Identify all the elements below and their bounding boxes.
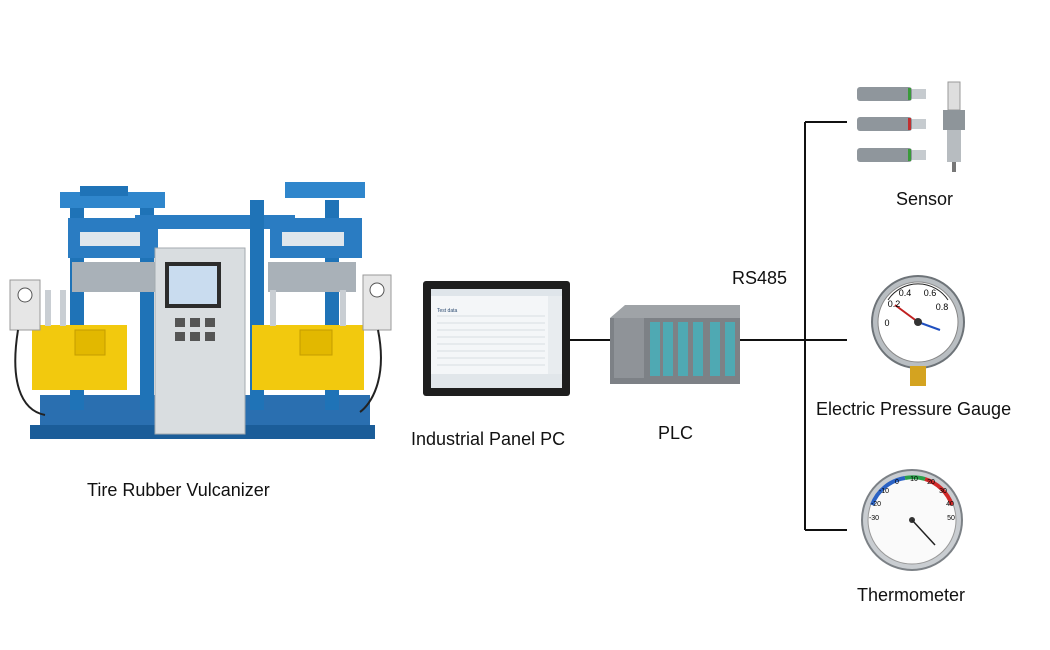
sensor-illustration [857, 81, 965, 172]
pressure-gauge-tick-3: 0.6 [924, 288, 937, 298]
thermometer-tick-5: 20 [927, 479, 935, 486]
thermometer-tick-3: 0 [895, 479, 899, 486]
industrial-panel-pc-illustration [423, 281, 570, 396]
plc-label: PLC [658, 423, 694, 443]
rs485-bus-label: RS485 [732, 268, 788, 288]
thermometer-tick-8: 50 [947, 515, 955, 522]
thermometer-tick-1: -20 [871, 501, 881, 508]
thermometer-tick-4: 10 [910, 476, 918, 483]
pressure-gauge-illustration [871, 275, 965, 386]
pressure-gauge-tick-1: 0.2 [888, 299, 901, 309]
connection-lines [570, 121, 847, 531]
panel-pc-screen-title: Test data [437, 308, 458, 314]
thermometer-tick-7: 40 [946, 501, 954, 508]
vulcanizer-label: Tire Rubber Vulcanizer [87, 480, 270, 500]
pressure-gauge-tick-2: 0.4 [899, 288, 912, 298]
thermometer-tick-2: -10 [879, 488, 889, 495]
pressure-gauge-tick-0: 0 [884, 318, 889, 328]
vulcanizer-illustration [9, 182, 392, 439]
thermometer-illustration [861, 469, 963, 571]
pressure-gauge-tick-4: 0.8 [936, 302, 949, 312]
thermometer-tick-6: 30 [939, 488, 947, 495]
thermometer-label: Thermometer [857, 585, 966, 605]
pressure-gauge-label: Electric Pressure Gauge [816, 399, 1012, 419]
sensor-label: Sensor [896, 189, 954, 209]
thermometer-tick-0: -30 [869, 515, 879, 522]
panel-pc-label: Industrial Panel PC [411, 429, 566, 449]
plc-illustration [610, 305, 740, 384]
